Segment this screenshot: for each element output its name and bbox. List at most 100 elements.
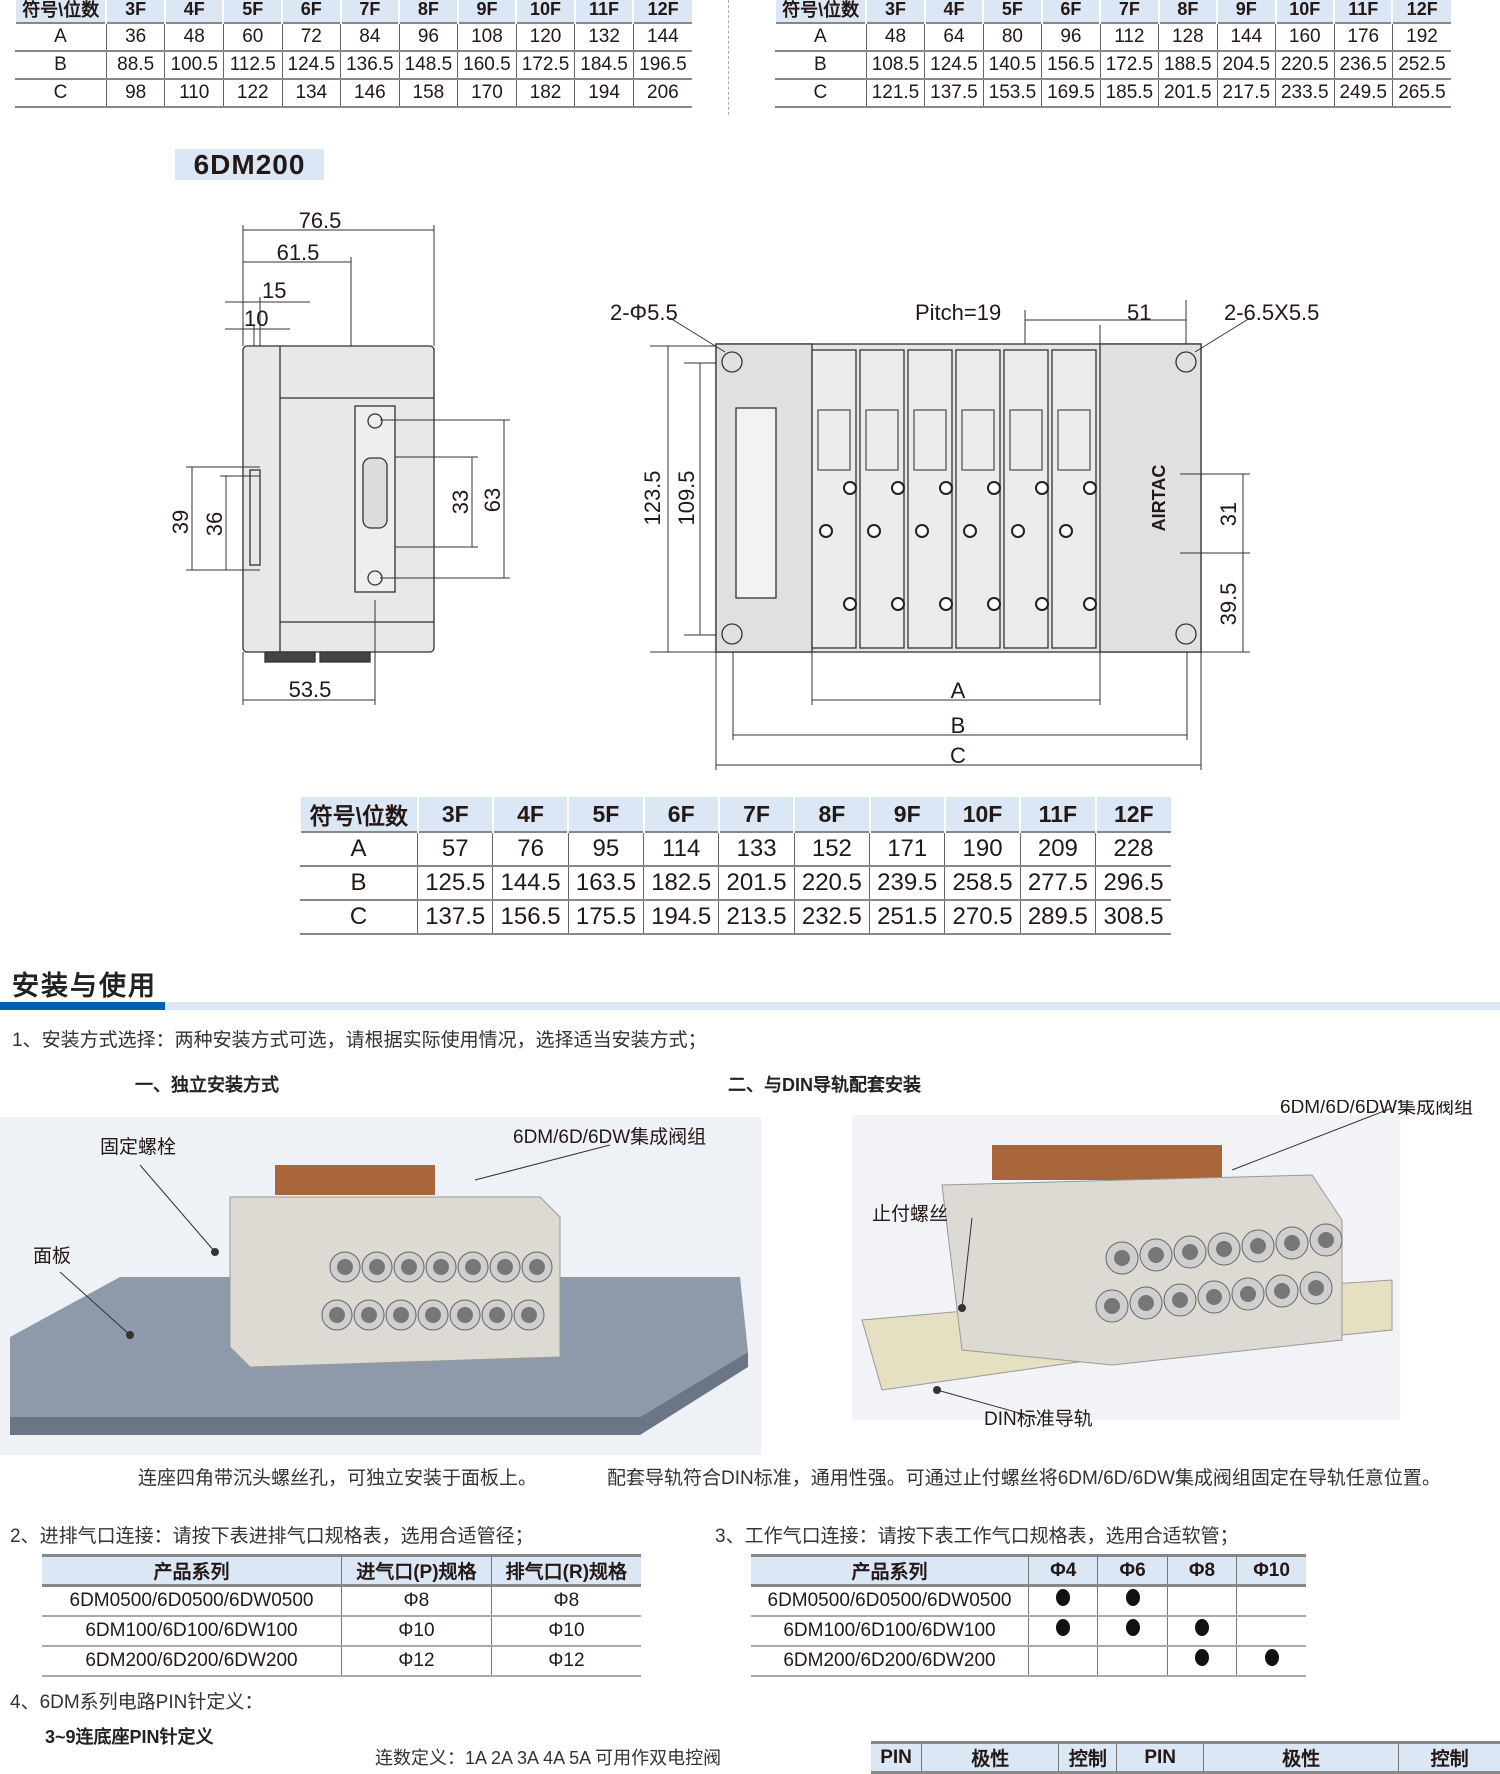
table-cell xyxy=(1166,1585,1237,1617)
table-cell: 188.5 xyxy=(1158,50,1218,79)
table-cell: 158 xyxy=(398,78,458,108)
table-cell: C xyxy=(775,78,867,108)
column-header: 9F xyxy=(868,797,945,832)
dim-36: 36 xyxy=(202,512,227,536)
bullet-icon xyxy=(1125,1619,1140,1636)
table-cell: 206 xyxy=(632,78,692,108)
table-cell: 251.5 xyxy=(869,899,945,935)
table-cell: 236.5 xyxy=(1333,50,1393,79)
table-cell: 185.5 xyxy=(1099,78,1159,108)
column-header: 7F xyxy=(717,797,795,832)
column-header: 5F xyxy=(222,0,283,23)
table-cell: 232.5 xyxy=(793,899,870,935)
table-cell xyxy=(1097,1645,1168,1677)
pin-subtitle: 3~9连底座PIN针定义 xyxy=(45,1727,214,1747)
table-cell: 144 xyxy=(632,22,692,51)
label-screw: 止付螺丝 xyxy=(872,1203,948,1225)
column-header: 排气口(R)规格 xyxy=(490,1554,641,1587)
table-cell xyxy=(1027,1585,1098,1617)
dim-123-5: 123.5 xyxy=(640,470,665,525)
dim-B: B xyxy=(951,713,966,738)
column-header: 符号\位数 xyxy=(773,0,867,23)
table-cell: 146 xyxy=(340,78,400,108)
model-label: 6DM200 xyxy=(175,149,324,180)
table-cell: 144.5 xyxy=(492,865,569,900)
side-view-drawing xyxy=(186,225,510,705)
table-cell: 96 xyxy=(398,22,458,51)
table-cell xyxy=(1097,1615,1168,1647)
brand-mark: AIRTAC xyxy=(1149,465,1169,532)
table-row: 6DM200/6D200/6DW200 xyxy=(751,1645,1306,1677)
table-row: 6DM100/6D100/6DW100 xyxy=(751,1615,1306,1647)
table-cell: 184.5 xyxy=(574,50,634,79)
column-header: 控制 xyxy=(1058,1741,1117,1774)
table-cell: 194 xyxy=(574,78,634,108)
table-cell: 76 xyxy=(492,831,569,866)
table-cell: 217.5 xyxy=(1216,78,1276,108)
table-cell: 171 xyxy=(869,831,945,866)
table-cell: 289.5 xyxy=(1019,899,1096,935)
table-cell: 196.5 xyxy=(632,50,692,79)
table-cell: 121.5 xyxy=(865,78,925,108)
table-cell: 190 xyxy=(944,831,1021,866)
column-header: Φ10 xyxy=(1236,1554,1306,1587)
technical-drawings: 76.5 61.5 15 10 53.5 39 36 33 63 AIRTAC … xyxy=(168,208,1319,770)
column-header: 4F xyxy=(923,0,984,23)
table-cell: 156.5 xyxy=(1041,50,1101,79)
table-cell xyxy=(1236,1585,1306,1617)
table-cell: 108.5 xyxy=(865,50,925,79)
column-header: PIN xyxy=(1116,1741,1204,1774)
dim-33: 33 xyxy=(448,490,473,514)
table-row: 6DM0500/6D0500/6DW0500 xyxy=(751,1585,1306,1617)
table-cell: 100.5 xyxy=(164,50,224,79)
table-cell: 296.5 xyxy=(1095,865,1171,900)
table-cell: B xyxy=(775,50,867,79)
dim-pitch: Pitch=19 xyxy=(915,300,1001,325)
table-cell: 192 xyxy=(1391,22,1451,51)
column-header: Φ6 xyxy=(1097,1554,1168,1587)
table-cell: Φ8 xyxy=(341,1585,492,1617)
column-header: 7F xyxy=(339,0,400,23)
table-cell: 172.5 xyxy=(1099,50,1159,79)
column-header: 3F xyxy=(416,797,493,832)
table-cell: 88.5 xyxy=(105,50,165,79)
method1-caption: 连座四角带沉头螺丝孔，可独立安装于面板上。 xyxy=(138,1468,538,1489)
table-cell: 122 xyxy=(222,78,283,108)
table-cell: 120 xyxy=(515,22,575,51)
column-header: 3F xyxy=(105,0,165,23)
table-cell: 209 xyxy=(1019,831,1096,866)
table-cell: 125.5 xyxy=(417,865,493,900)
table-cell: 182 xyxy=(515,78,575,108)
table-cell: Φ12 xyxy=(341,1645,492,1677)
column-header: PIN xyxy=(871,1741,922,1774)
table-cell: 252.5 xyxy=(1391,50,1451,79)
table-cell: 201.5 xyxy=(718,865,795,900)
table-cell: 136.5 xyxy=(340,50,400,79)
table-cell: 148.5 xyxy=(398,50,458,79)
dim-76-5: 76.5 xyxy=(299,208,342,233)
dim-holes: 2-Φ5.5 xyxy=(610,300,678,325)
table-cell: 228 xyxy=(1095,831,1171,866)
column-header: 进气口(P)规格 xyxy=(341,1554,492,1587)
table-cell: 239.5 xyxy=(869,865,945,900)
table-cell: 6DM200/6D200/6DW200 xyxy=(751,1645,1029,1677)
table-cell: 194.5 xyxy=(643,899,719,935)
method2-title: 二、与DIN导轨配套安装 xyxy=(728,1075,921,1095)
dim-63: 63 xyxy=(480,488,505,512)
table-cell: 220.5 xyxy=(1275,50,1334,79)
table-cell: Φ10 xyxy=(341,1615,492,1647)
dim-slots: 2-6.5X5.5 xyxy=(1224,300,1319,325)
table-cell: C xyxy=(15,78,107,108)
table-cell: 258.5 xyxy=(944,865,1021,900)
label-panel: 面板 xyxy=(33,1245,71,1267)
table-cell: Φ10 xyxy=(490,1615,641,1647)
dim-15: 15 xyxy=(262,278,286,303)
table-cell: 48 xyxy=(865,22,925,51)
column-header: 符号\位数 xyxy=(299,797,418,832)
